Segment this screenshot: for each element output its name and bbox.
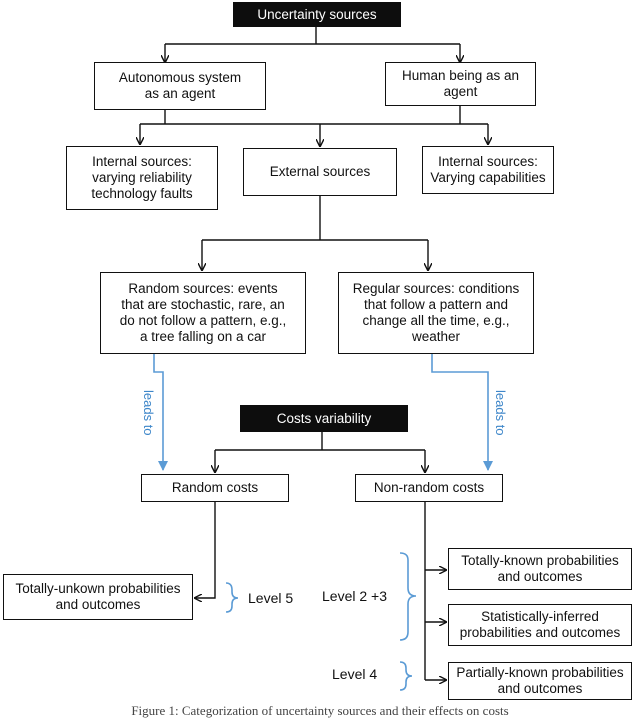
leads-to-right-label: leads to: [493, 390, 508, 436]
regular-sources-node: Regular sources: conditions that follow …: [338, 272, 534, 354]
random-sources-node: Random sources: events that are stochast…: [100, 272, 306, 354]
level-4-label: Level 4: [332, 666, 378, 682]
internal-reliability-node: Internal sources: varying reliability te…: [66, 146, 218, 210]
autonomous-agent-node: Autonomous system as an agent: [94, 62, 266, 110]
totally-known-node: Totally-known probabilities and outcomes: [448, 548, 632, 590]
random-costs-node: Random costs: [141, 474, 289, 502]
nonrandom-costs-node: Non-random costs: [355, 474, 503, 502]
human-agent-node: Human being as an agent: [385, 62, 536, 106]
figure-caption: Figure 1: Categorization of uncertainty …: [131, 703, 509, 718]
partially-known-node: Partially-known probabilities and outcom…: [448, 662, 632, 700]
level-5-label: Level 5: [248, 590, 294, 606]
internal-capabilities-node: Internal sources: Varying capabilities: [422, 146, 554, 194]
external-sources-node: External sources: [243, 148, 397, 196]
level-2-3-label: Level 2 +3: [322, 588, 387, 604]
statistically-inferred-node: Statistically-inferred probabilities and…: [448, 604, 632, 646]
totally-unknown-node: Totally-unkown probabilities and outcome…: [3, 574, 193, 620]
leads-to-left-label: leads to: [141, 390, 156, 436]
costs-variability-node: Costs variability: [240, 405, 408, 432]
uncertainty-sources-node: Uncertainty sources: [233, 2, 401, 27]
